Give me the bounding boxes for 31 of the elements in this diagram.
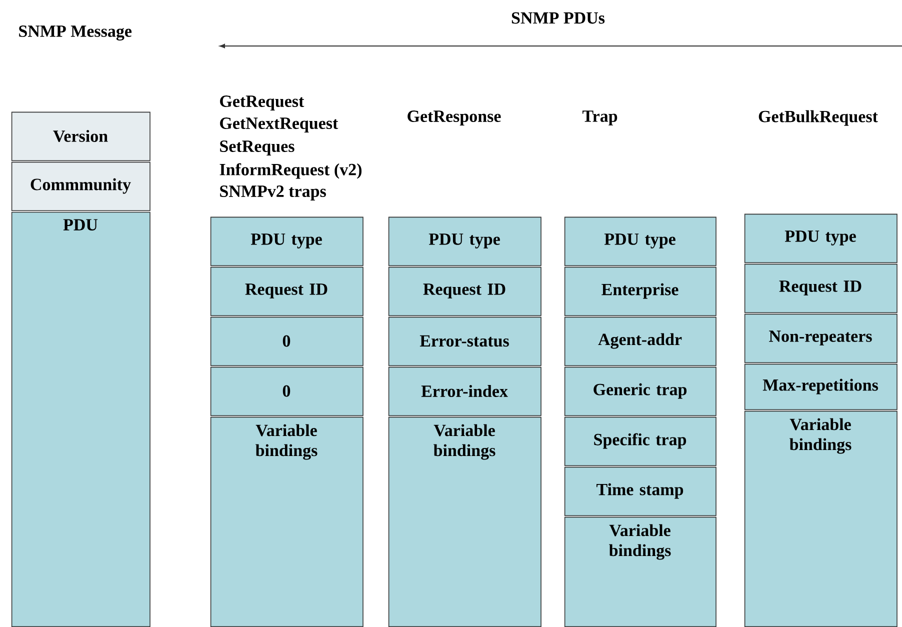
field-cell: Commmunity (11, 162, 150, 211)
field-cell: Enterprise (564, 266, 716, 316)
field-cell: Agent-addr (564, 316, 716, 366)
field-cell: PDU type (210, 216, 364, 266)
arrow-label: SNMP PDUs (512, 12, 605, 24)
pdu-name: GetResponse (408, 110, 501, 126)
field-cell: Generic trap (564, 366, 716, 416)
pdu-name: GetNextRequest (220, 118, 338, 132)
pdu-name: Trap (582, 110, 618, 126)
field-cell: PDU type (744, 214, 898, 263)
field-cell: Non-repeaters (744, 314, 898, 363)
field-cell: PDU type (388, 216, 542, 266)
pdu-name: GetBulkRequest (758, 110, 878, 126)
pdu-name: SetReques (220, 140, 294, 156)
field-cell: Time stamp (564, 466, 716, 516)
pdu-name: InformRequest (v2) (220, 163, 362, 179)
field-cell: PDU (11, 212, 150, 627)
field-cell: Max-repetitions (744, 364, 898, 410)
field-cell: Error-index (388, 366, 542, 416)
field-cell: 0 (210, 316, 364, 366)
field-cell: Request ID (744, 264, 898, 313)
field-cell: Request ID (210, 266, 364, 316)
field-cell: PDU type (564, 216, 716, 266)
pdu-name: GetRequest (220, 96, 304, 110)
field-cell: Request ID (388, 266, 542, 316)
field-cell: Specific trap (564, 416, 716, 466)
field-cell: Version (11, 112, 150, 161)
field-cell: 0 (210, 366, 364, 416)
heading: SNMP Message (19, 26, 132, 40)
pdu-name: SNMPv2 traps (220, 186, 326, 200)
field-cell: Error-status (388, 316, 542, 366)
